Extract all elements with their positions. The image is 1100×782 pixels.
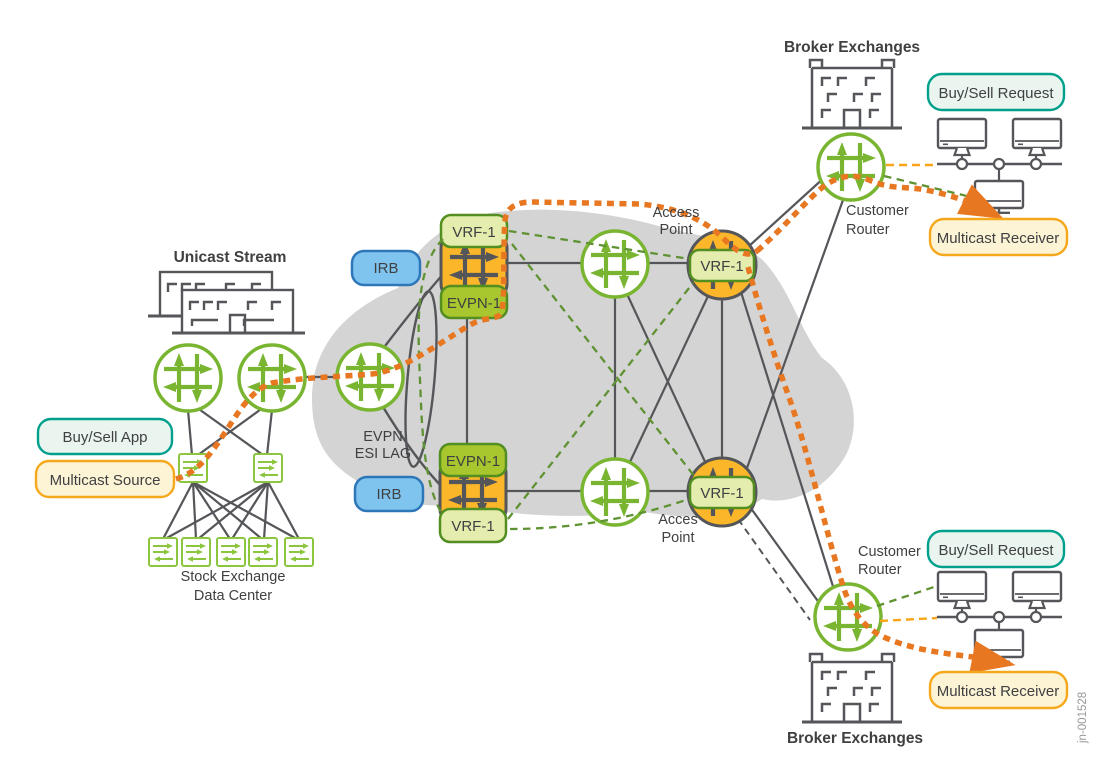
buy-sell-request-label: Buy/Sell Request [938,542,1054,559]
unicast-stream-title: Unicast Stream [174,249,287,266]
lan-tap [992,157,1006,171]
pe-top-vrf-pill: VRF-1 [439,213,509,249]
server-switch-5 [284,537,314,567]
pe-top-evpn-pill: EVPN-1 [439,284,509,320]
customer-router-bottom-label-line2: Router [858,562,902,578]
broker-building-bottom [800,652,904,724]
access-point-top-vrf-band: VRF-1 [688,248,756,283]
server-switch-3 [216,537,246,567]
buy-sell-app-box: Buy/Sell App [36,417,174,456]
datacenter-label-line2: Data Center [194,588,272,604]
irb-label: IRB [376,486,401,503]
multicast-stream-path [175,173,1016,674]
irb-pill-bottom: IRB [353,475,425,513]
lan-tap [1029,157,1043,171]
server-switch-1 [148,537,178,567]
multicast-signaling-dashed [417,174,972,608]
vrf-label: VRF-1 [700,485,743,502]
broker-lan-bottom [936,570,1063,663]
vrf-label: VRF-1 [452,224,495,241]
multicast-source-label: Multicast Source [50,472,161,489]
access-point-bottom-vrf-band: VRF-1 [688,475,756,510]
lan-tap [1029,610,1043,624]
irb-pill-top: IRB [350,249,422,287]
vrf-label: VRF-1 [700,258,743,275]
receiver-computer [973,179,1025,215]
multicast-receiver-label: Multicast Receiver [937,230,1060,247]
esi-lag-label-line2: ESI LAG [355,446,411,462]
unicast-lan-dashed [879,163,938,623]
dc-spine-router-2 [239,345,305,411]
broker-exchanges-title-top: Broker Exchanges [784,39,920,56]
buy-sell-app-label: Buy/Sell App [62,429,147,446]
datacenter-label-line1: Stock Exchange [181,569,286,585]
unicast-stream-buildings [148,270,305,335]
pe-bottom-vrf-pill: VRF-1 [438,507,508,544]
workstation-monitor [936,117,988,157]
leaf-switch-1 [178,453,208,483]
evpn-label: EVPN-1 [446,453,500,470]
buy-sell-request-box-top: Buy/Sell Request [926,72,1066,112]
broker-exchanges-title-bottom: Broker Exchanges [787,730,923,747]
customer-router-top [818,134,884,200]
broker-lan-top [936,117,1063,215]
multicast-receiver-box-bottom: Multicast Receiver [928,670,1069,710]
multicast-receiver-box-top: Multicast Receiver [928,217,1069,257]
solid-links [162,175,845,605]
access-point-top-label-line1: Access [653,205,700,221]
pe-bottom-evpn-pill: EVPN-1 [438,442,508,478]
multicast-receiver-label: Multicast Receiver [937,683,1060,700]
leaf-switch-2 [253,453,283,483]
vrf-label: VRF-1 [451,518,494,535]
workstation-monitor [1011,570,1063,610]
workstation-monitor [936,570,988,610]
lan-tap [992,610,1006,624]
access-point-bottom-label-line1: Acces [658,512,698,528]
customer-router-bottom-label-line1: Customer [858,544,921,560]
broker-building-top [800,58,904,130]
server-switch-4 [248,537,278,567]
esi-lag-label-line1: EVPN [363,429,403,445]
server-switch-2 [181,537,211,567]
lan-tap [955,157,969,171]
access-point-bottom-label-line2: Point [661,530,694,546]
core-router-top [582,231,648,297]
workstation-monitor [1011,117,1063,157]
evpn-label: EVPN-1 [447,295,501,312]
core-router-bottom [582,459,648,525]
customer-router-top-label-line2: Router [846,222,890,238]
figure-id-watermark: jn-001528 [1077,692,1089,744]
irb-label: IRB [373,260,398,277]
buy-sell-request-box-bottom: Buy/Sell Request [926,529,1066,569]
buy-sell-request-label: Buy/Sell Request [938,85,1054,102]
customer-router-top-label-line1: Customer [846,203,909,219]
lan-tap [955,610,969,624]
esi-lag-ellipse [404,290,438,468]
standby-link-dashed [737,518,811,621]
multicast-source-box: Multicast Source [34,459,176,499]
access-point-top-label-line2: Point [659,222,692,238]
dc-spine-router-1 [155,345,221,411]
